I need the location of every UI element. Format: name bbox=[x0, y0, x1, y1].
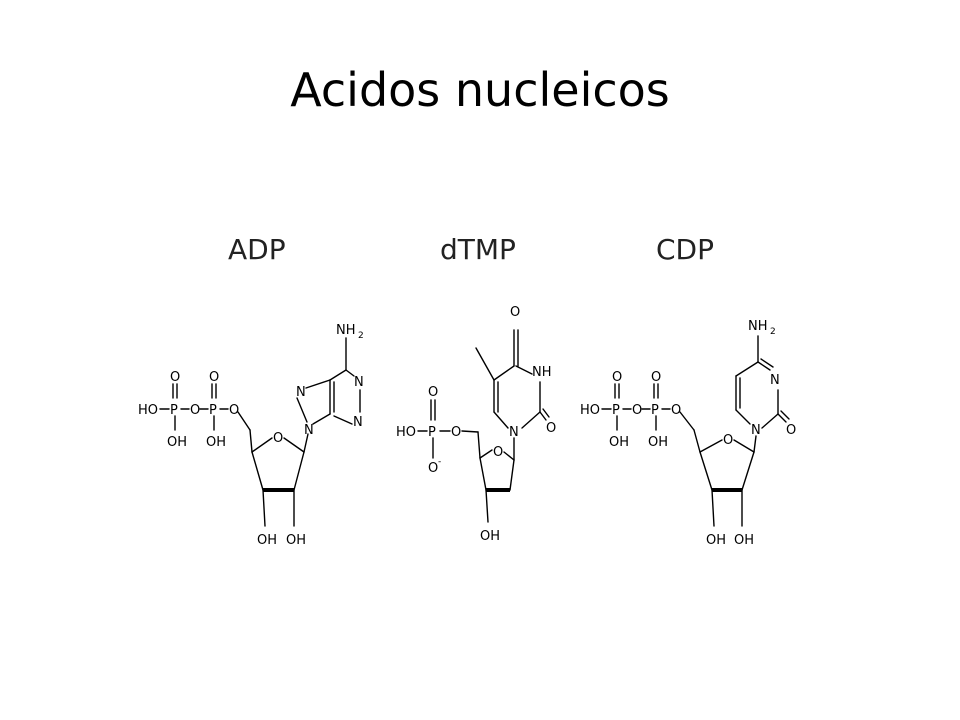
dtmp-o-bridge: O bbox=[451, 425, 461, 440]
dtmp-n1: N bbox=[509, 425, 519, 440]
adp-o-bridge1: O bbox=[190, 403, 200, 418]
adp-p2-oh: OH bbox=[206, 435, 226, 450]
cdp-p2-oh: OH bbox=[648, 435, 668, 450]
adp-p2-o-top: O bbox=[209, 370, 219, 385]
cdp-n1: N bbox=[751, 423, 761, 438]
dtmp-p-o-top: O bbox=[428, 385, 438, 400]
cdp-nh2: NH bbox=[748, 319, 768, 334]
cdp-o2: O bbox=[786, 423, 796, 438]
adp-o-bridge2: O bbox=[229, 403, 239, 418]
cdp-oh-2: OH bbox=[706, 533, 726, 548]
adp-p1-o-top: O bbox=[170, 370, 180, 385]
dtmp-o4: O bbox=[510, 305, 520, 320]
adp-structure: HO P O OH O P O OH O O OH OH N bbox=[138, 323, 364, 548]
slide-title: Acidos nucleicos bbox=[290, 63, 670, 117]
dtmp-p: P bbox=[428, 425, 436, 440]
cdp-ring-o: O bbox=[723, 433, 733, 448]
dtmp-o-minus: O bbox=[428, 461, 438, 476]
cdp-nh2-sub: 2 bbox=[770, 327, 776, 337]
adp-p1-oh: OH bbox=[167, 435, 187, 450]
adp-ring-o: O bbox=[273, 431, 283, 446]
cdp-o-bridge2: O bbox=[671, 403, 681, 418]
cdp-structure: HO P O OH O P O OH O O OH OH N bbox=[580, 319, 796, 548]
cdp-o-bridge1: O bbox=[632, 403, 642, 418]
dtmp-ho: HO bbox=[396, 425, 416, 440]
adp-ho: HO bbox=[138, 403, 158, 418]
adp-p1: P bbox=[170, 403, 178, 418]
cdp-p2-o-top: O bbox=[651, 370, 661, 385]
adp-n9: N bbox=[304, 423, 314, 438]
cdp-oh-3: OH bbox=[734, 533, 754, 548]
dtmp-nh: NH bbox=[532, 365, 552, 380]
cdp-p1-oh: OH bbox=[609, 435, 629, 450]
adp-n7: N bbox=[296, 385, 306, 400]
cdp-p1: P bbox=[612, 403, 620, 418]
adp-oh-2: OH bbox=[257, 533, 277, 548]
dtmp-minus: - bbox=[438, 457, 441, 467]
adp-nh2-sub: 2 bbox=[358, 331, 364, 341]
cdp-p1-o-top: O bbox=[612, 370, 622, 385]
adp-p2: P bbox=[209, 403, 217, 418]
cdp-ho: HO bbox=[580, 403, 600, 418]
dtmp-o2: O bbox=[546, 421, 556, 436]
cdp-p2: P bbox=[651, 403, 659, 418]
dtmp-structure: HO P O O - O O OH N O NH bbox=[396, 305, 556, 544]
dtmp-oh: OH bbox=[480, 529, 500, 544]
adp-nh2: NH bbox=[336, 323, 356, 338]
adp-n1: N bbox=[354, 375, 364, 390]
dtmp-ring-o: O bbox=[493, 445, 503, 460]
adp-oh-3: OH bbox=[286, 533, 306, 548]
adp-n3: N bbox=[353, 415, 363, 430]
cdp-n3: N bbox=[770, 373, 780, 388]
